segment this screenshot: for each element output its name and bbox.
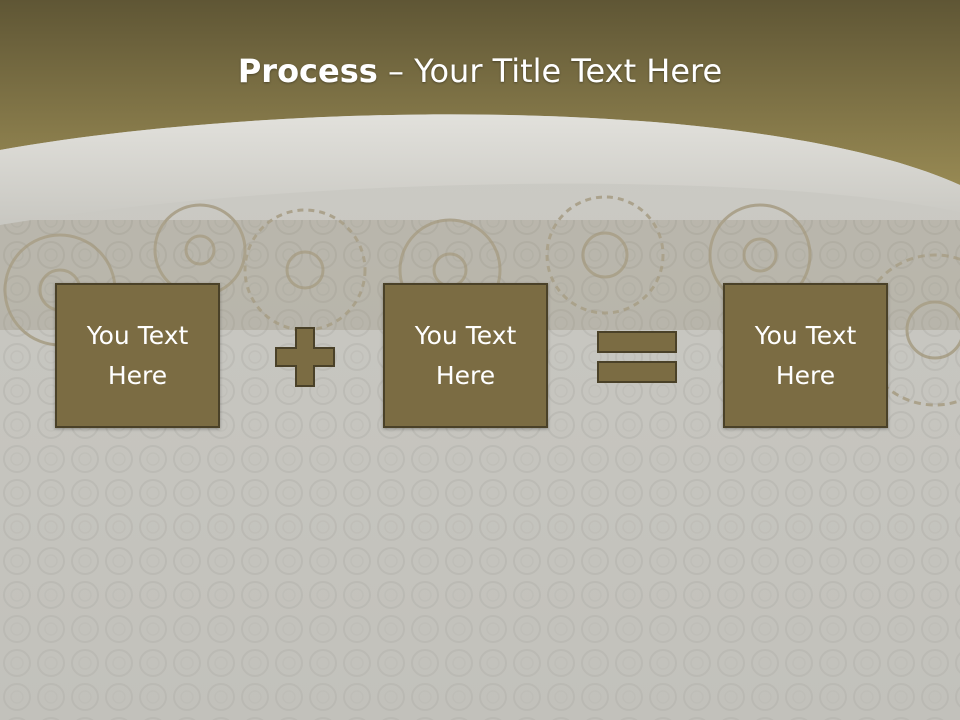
slide-title: Process – Your Title Text Here xyxy=(0,52,960,90)
process-box-3-text: You Text Here xyxy=(754,320,857,390)
title-rest: – Your Title Text Here xyxy=(377,52,723,90)
process-box-1-text: You Text Here xyxy=(86,320,189,390)
process-box-2[interactable]: You Text Here xyxy=(383,283,548,428)
process-box-2-text: You Text Here xyxy=(414,320,517,390)
plus-icon xyxy=(275,327,335,387)
title-bold: Process xyxy=(237,52,378,90)
process-box-1[interactable]: You Text Here xyxy=(55,283,220,428)
process-box-3[interactable]: You Text Here xyxy=(723,283,888,428)
equals-icon xyxy=(597,331,677,383)
